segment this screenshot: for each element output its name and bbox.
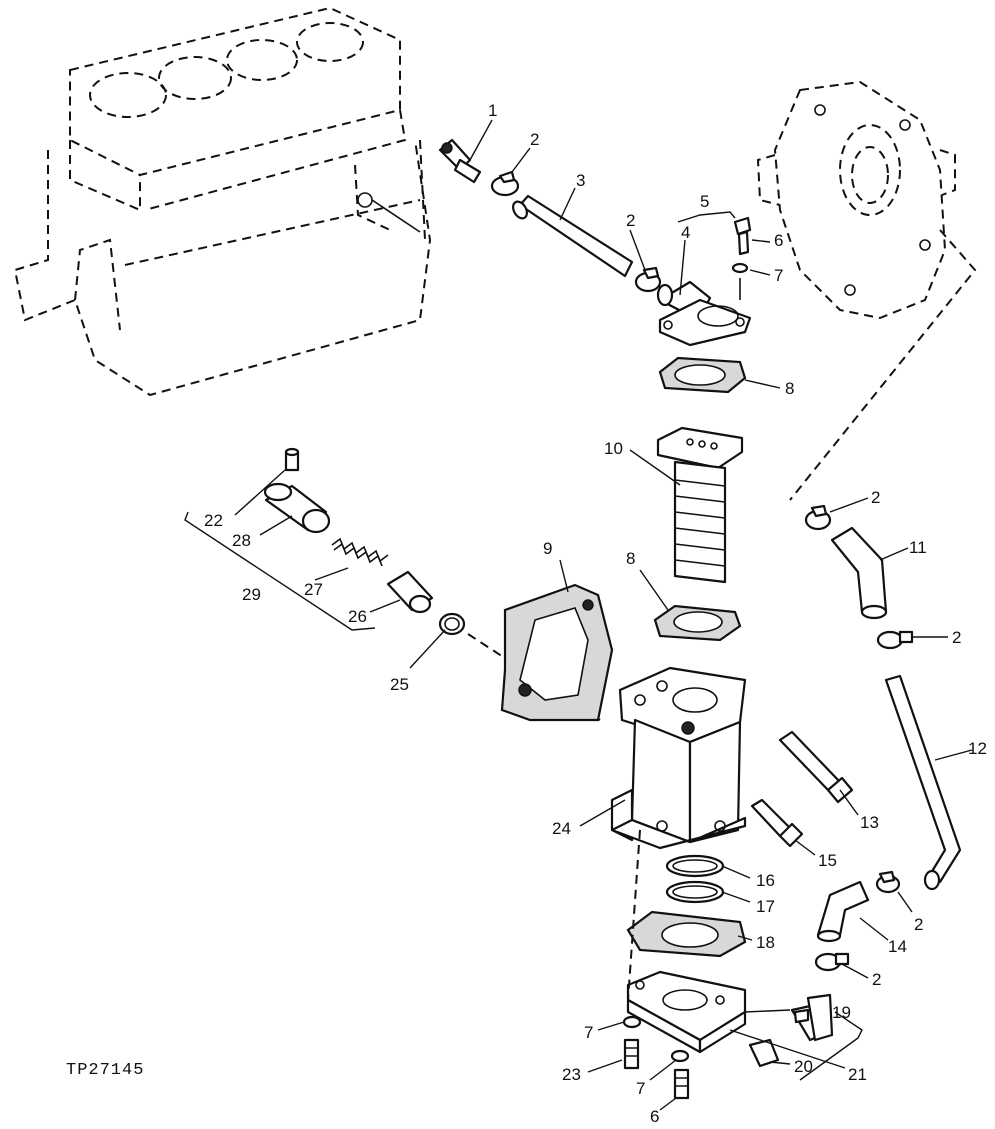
hose-clamp-12 <box>876 630 914 650</box>
flange-part-21 <box>626 970 747 1054</box>
bolt-part-23 <box>623 1038 640 1070</box>
callout-17: 17 <box>756 897 775 916</box>
bolt-part-15 <box>750 798 804 848</box>
tube-part-12 <box>884 674 962 891</box>
callout-2-upper-clamp: 2 <box>530 130 539 149</box>
engine-block-phantom <box>13 6 432 397</box>
core-part-10 <box>656 426 744 584</box>
callout-15: 15 <box>818 851 837 870</box>
seal-part-16 <box>665 854 725 878</box>
callout-2-tube-12: 2 <box>952 628 961 647</box>
hose-part-14 <box>816 880 870 943</box>
callout-28: 28 <box>232 531 251 550</box>
callout-2-hose-14-top: 2 <box>914 915 923 934</box>
housing-part-24 <box>610 666 747 850</box>
callout-12: 12 <box>968 739 987 758</box>
washer-part-7-top <box>731 262 749 300</box>
bolt-part-6-bottom <box>673 1068 690 1100</box>
hose-part-11 <box>830 526 888 620</box>
valve-part-28 <box>263 482 331 534</box>
callout-23: 23 <box>562 1065 581 1084</box>
washer-part-7-left <box>622 1015 642 1029</box>
callout-27: 27 <box>304 580 323 599</box>
callout-2-hose-14-bottom: 2 <box>872 970 881 989</box>
callout-labels: 1 2 3 2 4 5 6 7 8 10 2 11 2 22 28 27 29 … <box>204 101 987 1126</box>
hose-clamp-lower <box>634 266 662 293</box>
callout-2-lower-clamp: 2 <box>626 211 635 230</box>
bracket-29 <box>184 511 376 631</box>
callout-29: 29 <box>242 585 261 604</box>
callout-22: 22 <box>204 511 223 530</box>
bolt-part-6-top <box>733 216 752 256</box>
gasket-part-9 <box>500 583 614 722</box>
fitting-part-1 <box>438 138 482 184</box>
callout-14: 14 <box>888 937 907 956</box>
callout-6-bottom: 6 <box>650 1107 659 1126</box>
callout-5: 5 <box>700 192 709 211</box>
pin-part-22 <box>284 447 300 472</box>
alignment-line <box>627 829 641 1001</box>
callout-2-hose-11: 2 <box>871 488 880 507</box>
outlet-housing-part-5 <box>658 298 752 347</box>
callout-18: 18 <box>756 933 775 952</box>
callout-20: 20 <box>794 1057 813 1076</box>
callout-13: 13 <box>860 813 879 832</box>
hose-part-3 <box>512 194 634 278</box>
hose-clamp-14-bottom <box>814 952 850 972</box>
callout-24: 24 <box>552 819 571 838</box>
callout-6-top: 6 <box>774 231 783 250</box>
figure-code: TP27145 <box>66 1061 144 1080</box>
gasket-part-18 <box>626 910 747 958</box>
hose-clamp-11 <box>804 504 832 531</box>
callout-8-top: 8 <box>785 379 794 398</box>
callout-16: 16 <box>756 871 775 890</box>
callout-19: 19 <box>832 1003 851 1022</box>
seal-part-17 <box>665 880 725 904</box>
callout-25: 25 <box>390 675 409 694</box>
spring-part-27 <box>331 537 389 567</box>
washer-part-7-bottom <box>670 1049 690 1063</box>
pump-housing-phantom <box>756 80 977 501</box>
callout-10: 10 <box>604 439 623 458</box>
callout-3: 3 <box>576 171 585 190</box>
hose-clamp-upper <box>490 170 520 197</box>
callout-7-left: 7 <box>584 1023 593 1042</box>
callout-21: 21 <box>848 1065 867 1084</box>
plug-part-26 <box>386 570 434 614</box>
callout-8-mid: 8 <box>626 549 635 568</box>
callout-9: 9 <box>543 539 552 558</box>
callout-7-bottom: 7 <box>636 1079 645 1098</box>
callout-4: 4 <box>681 223 690 242</box>
callout-1: 1 <box>488 101 497 120</box>
gasket-part-8-mid <box>653 604 742 642</box>
callout-26: 26 <box>348 607 367 626</box>
callout-7-top: 7 <box>774 266 783 285</box>
callout-11: 11 <box>909 538 927 557</box>
gasket-part-8-top <box>658 356 747 394</box>
leader-lines <box>234 119 973 1111</box>
elbow-part-19 <box>790 993 834 1042</box>
hose-clamp-14-top <box>875 870 901 894</box>
